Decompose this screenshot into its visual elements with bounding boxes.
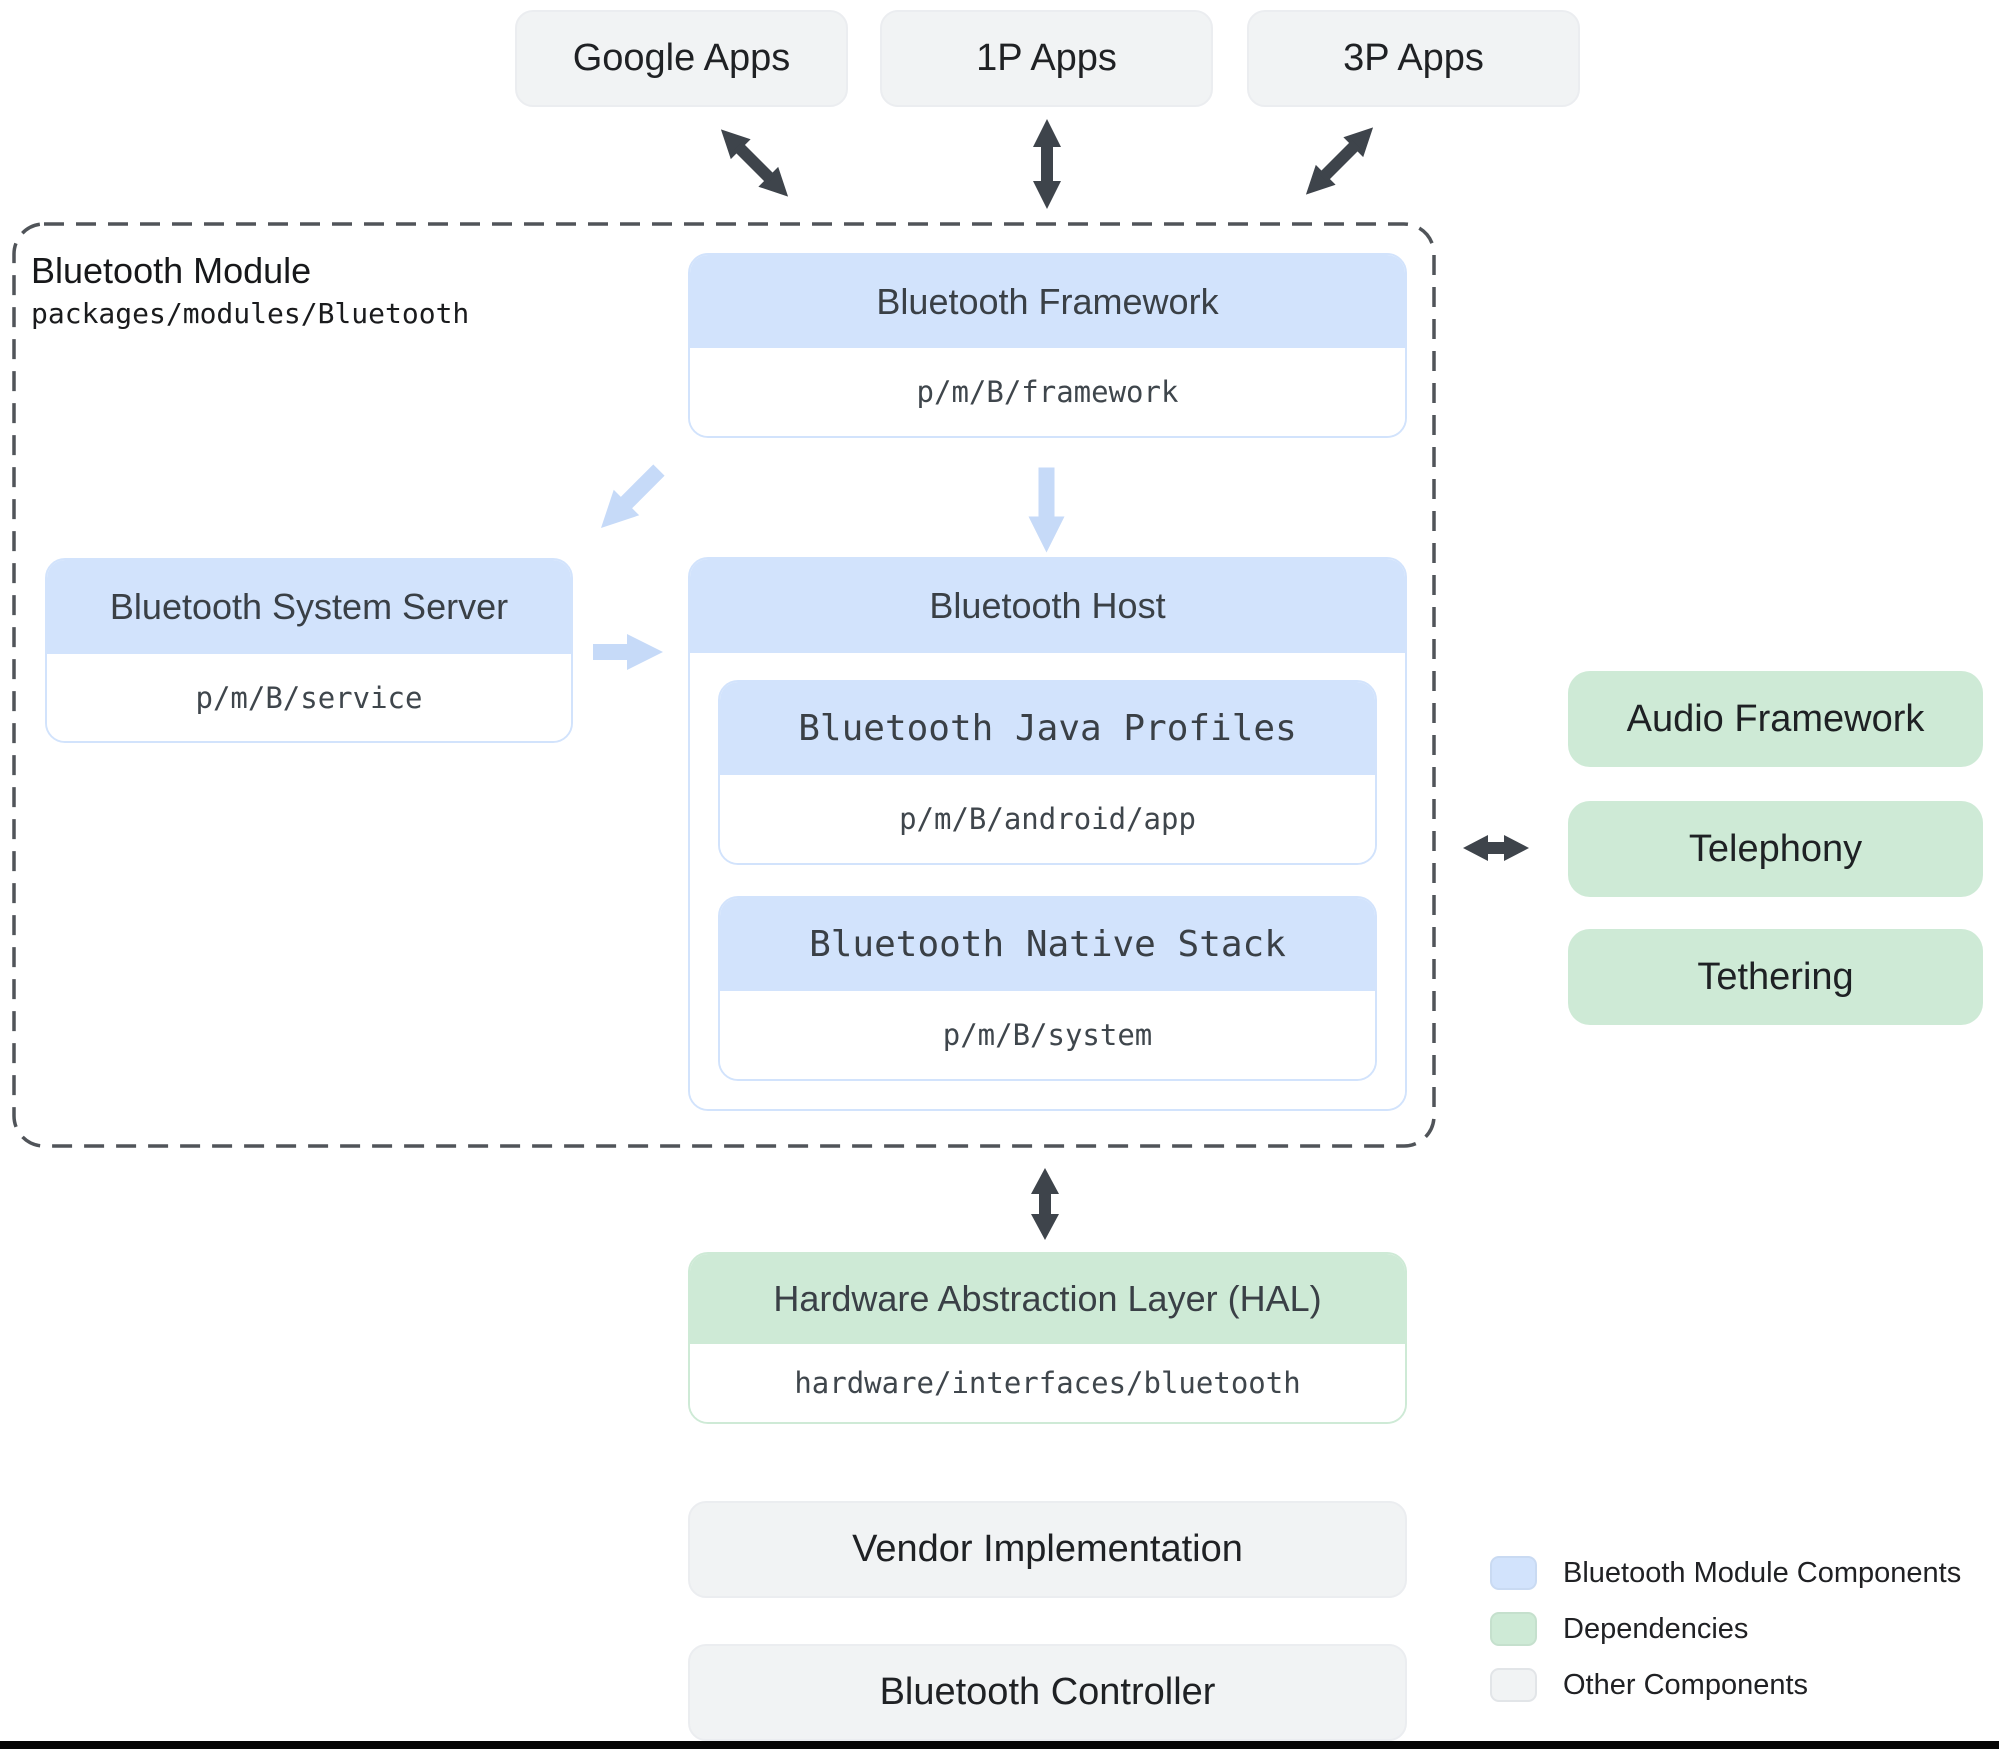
double-arrow-icon-module-dependencies: [1463, 831, 1529, 865]
legend-swatch-gray: [1490, 1668, 1537, 1702]
hal-title: Hardware Abstraction Layer (HAL): [690, 1254, 1405, 1344]
legend-item-dependencies: Dependencies: [1490, 1612, 1748, 1646]
bluetooth-host-body: Bluetooth Java Profiles p/m/B/android/ap…: [690, 653, 1405, 1109]
tethering-box: Tethering: [1568, 929, 1983, 1025]
bluetooth-framework-card: Bluetooth Framework p/m/B/framework: [688, 253, 1407, 438]
legend-item-module-components: Bluetooth Module Components: [1490, 1556, 1961, 1590]
legend-swatch-green: [1490, 1612, 1537, 1646]
bluetooth-controller-box: Bluetooth Controller: [688, 1644, 1407, 1741]
double-arrow-icon-3p-apps-module: [1294, 115, 1385, 206]
google-apps-box: Google Apps: [515, 10, 848, 107]
bluetooth-system-server-title: Bluetooth System Server: [47, 560, 571, 654]
module-title: Bluetooth Module: [31, 250, 312, 291]
legend-item-other-components: Other Components: [1490, 1668, 1808, 1702]
bluetooth-java-profiles-card: Bluetooth Java Profiles p/m/B/android/ap…: [718, 680, 1377, 865]
module-title-block: Bluetooth Module packages/modules/Blueto…: [31, 248, 469, 334]
bluetooth-java-profiles-title: Bluetooth Java Profiles: [720, 682, 1375, 775]
bluetooth-host-card: Bluetooth Host Bluetooth Java Profiles p…: [688, 557, 1407, 1111]
double-arrow-icon-module-hal: [1028, 1168, 1062, 1240]
legend-label-other-components: Other Components: [1563, 1668, 1809, 1701]
arrow-icon-system-server-to-host: [593, 632, 663, 672]
screenshot-bottom-edge: [0, 1741, 1999, 1749]
bluetooth-host-title: Bluetooth Host: [690, 559, 1405, 653]
bluetooth-module-dashed-boundary: [12, 222, 1436, 1148]
bluetooth-system-server-path: p/m/B/service: [47, 654, 571, 741]
bluetooth-native-stack-card: Bluetooth Native Stack p/m/B/system: [718, 896, 1377, 1081]
legend-label-dependencies: Dependencies: [1563, 1612, 1749, 1645]
bluetooth-java-profiles-path: p/m/B/android/app: [720, 775, 1375, 863]
hal-card: Hardware Abstraction Layer (HAL) hardwar…: [688, 1252, 1407, 1424]
double-arrow-icon-google-apps-module: [709, 117, 800, 208]
arrow-icon-framework-to-system-server: [587, 456, 673, 542]
bluetooth-framework-path: p/m/B/framework: [690, 348, 1405, 436]
bluetooth-native-stack-title: Bluetooth Native Stack: [720, 898, 1375, 991]
third-party-apps-box: 3P Apps: [1247, 10, 1580, 107]
bluetooth-framework-title: Bluetooth Framework: [690, 255, 1405, 348]
bluetooth-native-stack-path: p/m/B/system: [720, 991, 1375, 1079]
first-party-apps-box: 1P Apps: [880, 10, 1213, 107]
double-arrow-icon-1p-apps-module: [1030, 119, 1064, 209]
legend-swatch-blue: [1490, 1556, 1537, 1590]
vendor-implementation-box: Vendor Implementation: [688, 1501, 1407, 1598]
audio-framework-box: Audio Framework: [1568, 671, 1983, 767]
module-path: packages/modules/Bluetooth: [31, 297, 470, 330]
arrow-icon-framework-to-host: [1027, 467, 1067, 553]
telephony-box: Telephony: [1568, 801, 1983, 897]
legend-label-module-components: Bluetooth Module Components: [1563, 1556, 1962, 1589]
bluetooth-system-server-card: Bluetooth System Server p/m/B/service: [45, 558, 573, 743]
hal-path: hardware/interfaces/bluetooth: [690, 1344, 1405, 1422]
